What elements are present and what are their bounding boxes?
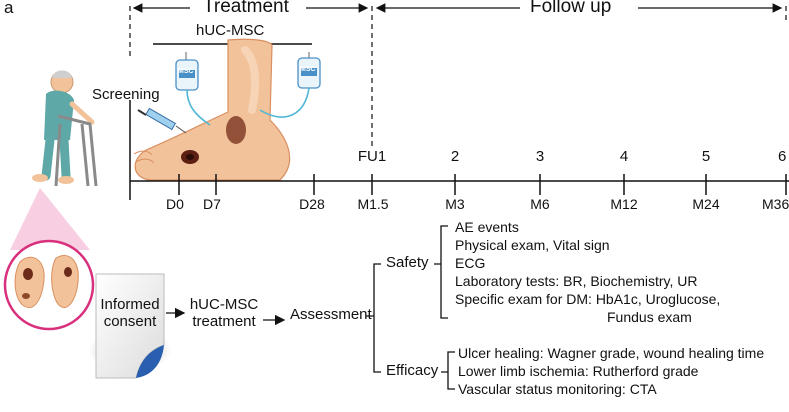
consent-line-2: consent bbox=[103, 313, 157, 330]
safety-item: AE events bbox=[455, 219, 519, 235]
tick-bottom-d0: D0 bbox=[166, 196, 184, 212]
efficacy-item: Ulcer healing: Wagner grade, wound heali… bbox=[458, 345, 765, 361]
treatment-line-2: treatment bbox=[192, 313, 256, 330]
screening-label: Screening bbox=[92, 86, 160, 103]
efficacy-item: Vascular status monitoring: CTA bbox=[458, 381, 657, 397]
assessment-node: Assessment bbox=[290, 306, 372, 323]
iv-bag-left-label: MSC bbox=[178, 68, 194, 75]
iv-tube-left bbox=[186, 89, 211, 126]
tick-bottom-m24: M24 bbox=[692, 196, 720, 212]
safety-list: AE events Physical exam, Vital sign ECG … bbox=[455, 218, 720, 326]
foot-illustration bbox=[133, 38, 291, 181]
safety-item: ECG bbox=[455, 255, 486, 271]
safety-bracket bbox=[434, 225, 448, 319]
patient-with-walker-icon bbox=[32, 70, 98, 187]
tick-bottom-d28: D28 bbox=[299, 196, 325, 212]
zoom-wedge bbox=[10, 188, 90, 250]
iv-bag-right-label: MSC bbox=[300, 66, 316, 73]
safety-item: Specific exam for DM: HbA1c, Uroglucose, bbox=[455, 291, 721, 307]
tick-top-4: 4 bbox=[619, 148, 629, 165]
timeline-ticks bbox=[178, 174, 787, 195]
tick-bottom-m36: M36 bbox=[762, 196, 789, 212]
tick-bottom-m3: M3 bbox=[445, 196, 465, 212]
paper-curl-icon bbox=[136, 345, 164, 378]
tick-top-fu1: FU1 bbox=[357, 148, 387, 165]
tick-bottom-m6: M6 bbox=[530, 196, 550, 212]
assessment-bracket bbox=[366, 263, 381, 373]
panel-label: a bbox=[4, 0, 14, 17]
efficacy-item: Lower limb ischemia: Rutherford grade bbox=[458, 363, 699, 379]
efficacy-list: Ulcer healing: Wagner grade, wound heali… bbox=[458, 344, 764, 398]
consent-line-1: Informed bbox=[100, 296, 160, 313]
tick-bottom-m1-5: M1.5 bbox=[357, 196, 389, 212]
consent-node: Informed consent bbox=[98, 296, 162, 330]
tick-top-5: 5 bbox=[701, 148, 711, 165]
tick-bottom-m12: M12 bbox=[610, 196, 638, 212]
treatment-line-1: hUC-MSC bbox=[189, 296, 259, 313]
tick-top-2: 2 bbox=[450, 148, 460, 165]
tick-top-3: 3 bbox=[535, 148, 545, 165]
iv-tube-right bbox=[259, 87, 310, 118]
iv-bag-left-icon bbox=[175, 52, 199, 91]
safety-item: Laboratory tests: BR, Biochemistry, UR bbox=[455, 273, 698, 289]
efficacy-bracket bbox=[441, 351, 455, 390]
efficacy-title: Efficacy bbox=[386, 362, 439, 379]
safety-title: Safety bbox=[386, 254, 429, 271]
iv-bag-right-icon bbox=[297, 52, 321, 89]
intervention-label: hUC-MSC bbox=[196, 22, 265, 39]
ulcer-feet-closeup-icon bbox=[14, 255, 79, 308]
tick-bottom-d7: D7 bbox=[203, 196, 221, 212]
syringe-icon bbox=[137, 107, 187, 134]
safety-item: Fundus exam bbox=[607, 309, 692, 325]
treatment-node: hUC-MSC treatment bbox=[186, 296, 262, 330]
followup-phase-label: Follow up bbox=[524, 0, 618, 18]
safety-item: Physical exam, Vital sign bbox=[455, 237, 610, 253]
treatment-phase-label: Treatment bbox=[197, 0, 295, 18]
tick-top-6: 6 bbox=[778, 148, 787, 165]
